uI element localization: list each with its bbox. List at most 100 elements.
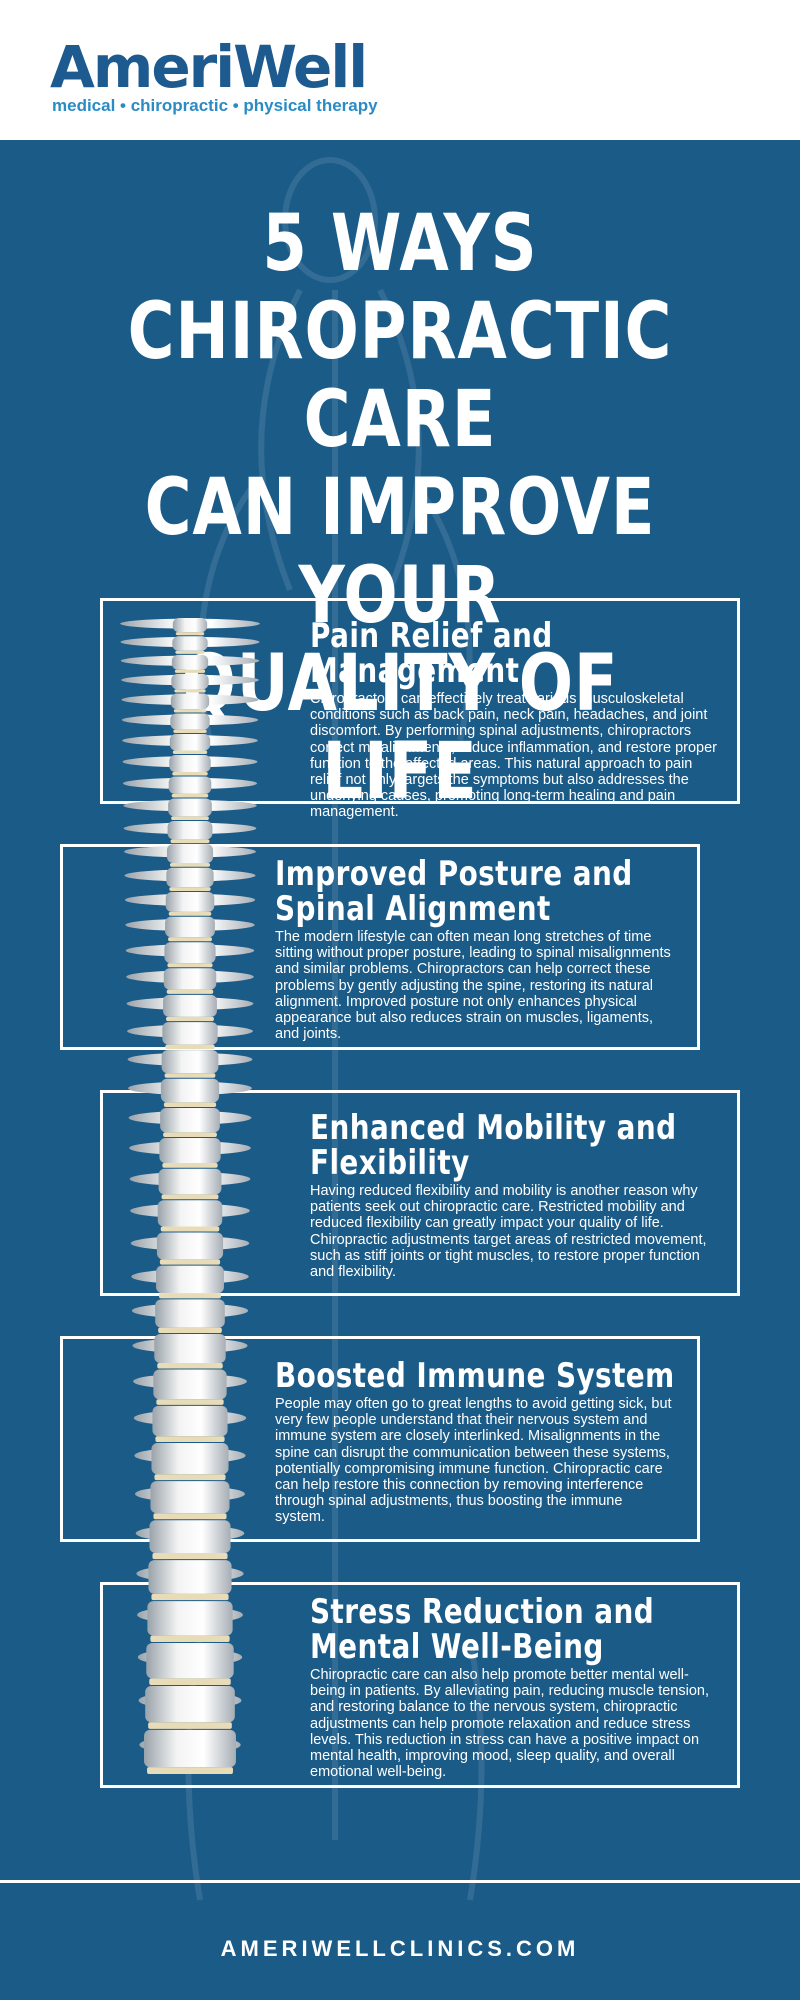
vertebra <box>156 1232 224 1260</box>
infographic-panel: 5 WAYS CHIROPRACTIC CARE CAN IMPROVE YOU… <box>0 140 800 2000</box>
card-body: Chiropractic care can also help promote … <box>310 1667 709 1781</box>
vertebra <box>162 1022 218 1045</box>
vertebra <box>167 821 213 840</box>
benefit-card-stress: Stress Reduction and Mental Well-Being C… <box>100 1582 740 1788</box>
title-line: CAN IMPROVE YOUR <box>144 463 656 641</box>
card-body: Having reduced flexibility and mobility … <box>310 1183 707 1281</box>
vertebra <box>166 867 214 888</box>
spine-illustration <box>120 618 260 1774</box>
spinal-disc <box>172 771 208 776</box>
spinal-disc <box>170 839 210 844</box>
vertebra <box>170 713 210 730</box>
vertebra <box>163 994 217 1017</box>
vertebra <box>145 1685 235 1723</box>
spinal-disc <box>160 1226 220 1232</box>
spinal-disc <box>150 1635 230 1643</box>
spinal-disc <box>168 937 212 942</box>
spinal-disc <box>166 1016 214 1022</box>
spinal-disc <box>169 887 211 891</box>
benefit-card-pain-relief: Pain Relief and Management Chiropractors… <box>100 598 740 820</box>
spinal-disc <box>175 650 205 654</box>
card-heading: Improved Posture and Spinal Alignment <box>275 854 633 929</box>
spinal-disc <box>173 709 207 713</box>
vertebra <box>152 1405 228 1437</box>
vertebra <box>172 618 208 633</box>
card-body: Chiropractors can effectively treat vari… <box>310 691 717 821</box>
vertebra <box>165 916 215 938</box>
spinal-disc <box>169 862 211 867</box>
spinal-disc <box>159 1293 221 1299</box>
vertebra <box>164 942 216 964</box>
card-body: The modern lifestyle can often mean long… <box>275 929 671 1043</box>
vertebra <box>151 1443 229 1475</box>
vertebra <box>158 1168 222 1195</box>
title-line: QUALITY OF LIFE <box>181 639 619 817</box>
spinal-disc <box>161 1194 219 1200</box>
spinal-disc <box>151 1593 229 1601</box>
brand-tagline: medical • chiropractic • physical therap… <box>52 96 378 115</box>
title-line: 5 WAYS <box>262 199 538 289</box>
vertebra <box>170 693 210 710</box>
vertebra <box>166 844 214 863</box>
card-heading: Enhanced Mobility and Flexibility <box>310 1108 677 1183</box>
vertebra <box>171 673 209 690</box>
spinal-disc <box>154 1474 226 1481</box>
spinal-disc <box>167 963 213 968</box>
spinal-disc <box>157 1363 223 1369</box>
spinal-disc <box>165 1044 215 1050</box>
spinal-disc <box>148 1722 232 1729</box>
vertebra <box>161 1050 219 1074</box>
vertebra <box>172 636 208 651</box>
footer-divider <box>0 1880 800 1883</box>
spinal-disc <box>162 1162 218 1168</box>
spinal-disc <box>156 1399 224 1405</box>
vertebra <box>144 1729 236 1768</box>
spinal-disc <box>163 1102 217 1108</box>
spinal-disc <box>153 1513 227 1520</box>
spinal-disc <box>175 632 205 636</box>
footer-website-link[interactable]: AMERIWELLCLINICS.COM <box>220 1936 580 1961</box>
vertebra <box>150 1481 230 1514</box>
spinal-disc <box>164 1073 216 1078</box>
spinal-disc <box>173 729 207 733</box>
vertebra <box>147 1601 233 1636</box>
vertebra <box>160 1078 220 1103</box>
spinal-disc <box>174 669 206 673</box>
vertebra <box>163 968 217 990</box>
vertebra <box>157 1200 223 1227</box>
benefit-card-mobility: Enhanced Mobility and Flexibility Having… <box>100 1090 740 1296</box>
spinal-disc <box>152 1553 228 1560</box>
vertebra <box>168 798 212 817</box>
vertebra <box>165 891 215 912</box>
benefit-card-posture: Improved Posture and Spinal Alignment Th… <box>60 844 700 1050</box>
spinal-disc <box>155 1436 225 1443</box>
spinal-disc <box>166 989 214 994</box>
card-heading: Pain Relief and Management <box>310 616 553 691</box>
spinal-disc <box>172 750 208 754</box>
vertebra <box>149 1520 231 1554</box>
vertebra <box>155 1299 225 1328</box>
vertebra <box>168 776 212 794</box>
spinal-disc <box>147 1767 233 1774</box>
spinal-disc <box>159 1259 221 1265</box>
vertebra <box>154 1334 226 1364</box>
benefit-card-immune: Boosted Immune System People may often g… <box>60 1336 700 1542</box>
vertebra <box>148 1560 232 1594</box>
spinal-disc <box>171 793 209 798</box>
spinal-disc <box>149 1678 231 1685</box>
vertebra <box>146 1643 234 1679</box>
header: AmeriWell medical • chiropractic • physi… <box>0 0 800 140</box>
title-line: CHIROPRACTIC CARE <box>127 287 673 465</box>
vertebra <box>156 1265 224 1294</box>
brand-logo: AmeriWell <box>50 33 368 101</box>
spinal-disc <box>171 816 209 821</box>
vertebra <box>160 1108 220 1133</box>
spinal-disc <box>163 1132 217 1138</box>
vertebra <box>169 754 211 772</box>
card-body: People may often go to great lengths to … <box>275 1396 672 1526</box>
vertebra <box>153 1369 227 1400</box>
vertebra <box>159 1138 221 1163</box>
page-title: 5 WAYS CHIROPRACTIC CARE CAN IMPROVE YOU… <box>105 200 695 816</box>
spinal-disc <box>158 1327 222 1334</box>
spinal-disc <box>168 911 212 916</box>
